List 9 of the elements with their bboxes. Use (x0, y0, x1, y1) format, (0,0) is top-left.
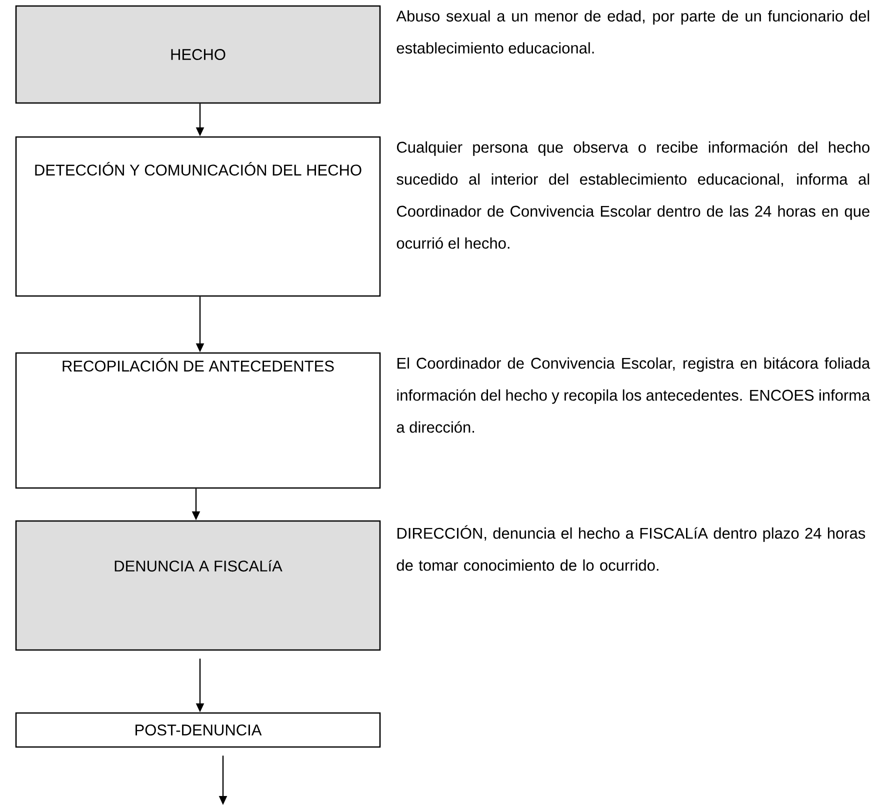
description-text: DIRECCIÓN, denuncia el hecho a FISCALíA dentro plazo 24 horas de tomar conocimiento de lo ocurrido. (396, 525, 866, 571)
process-box: DENUNCIA A FISCALíA (15, 520, 381, 651)
process-box: RECOPILACIÓN DE ANTECEDENTES (15, 352, 381, 489)
process-box: DETECCIÓN Y COMUNICACIÓN DEL HECHO (15, 136, 381, 297)
description-text: Cualquier persona que observa o recibe información del hecho sucedido al interior del establecimiento educacional, informa al Coordinador de Convivencia Escolar dentro de las 24 horas en que ocurrió el hecho. (396, 141, 870, 249)
process-box: HECHO (15, 5, 381, 104)
description-text: El Coordinador de Convivencia Escolar, registra en bitácora foliada información del hecho y recopila los antecedentes. ENCOES informa a dirección. (396, 357, 870, 433)
process-box: POST-DENUNCIA (15, 712, 381, 748)
description-text: Abuso sexual a un menor de edad, por parte de un funcionario del establecimiento educacional. (396, 10, 870, 54)
